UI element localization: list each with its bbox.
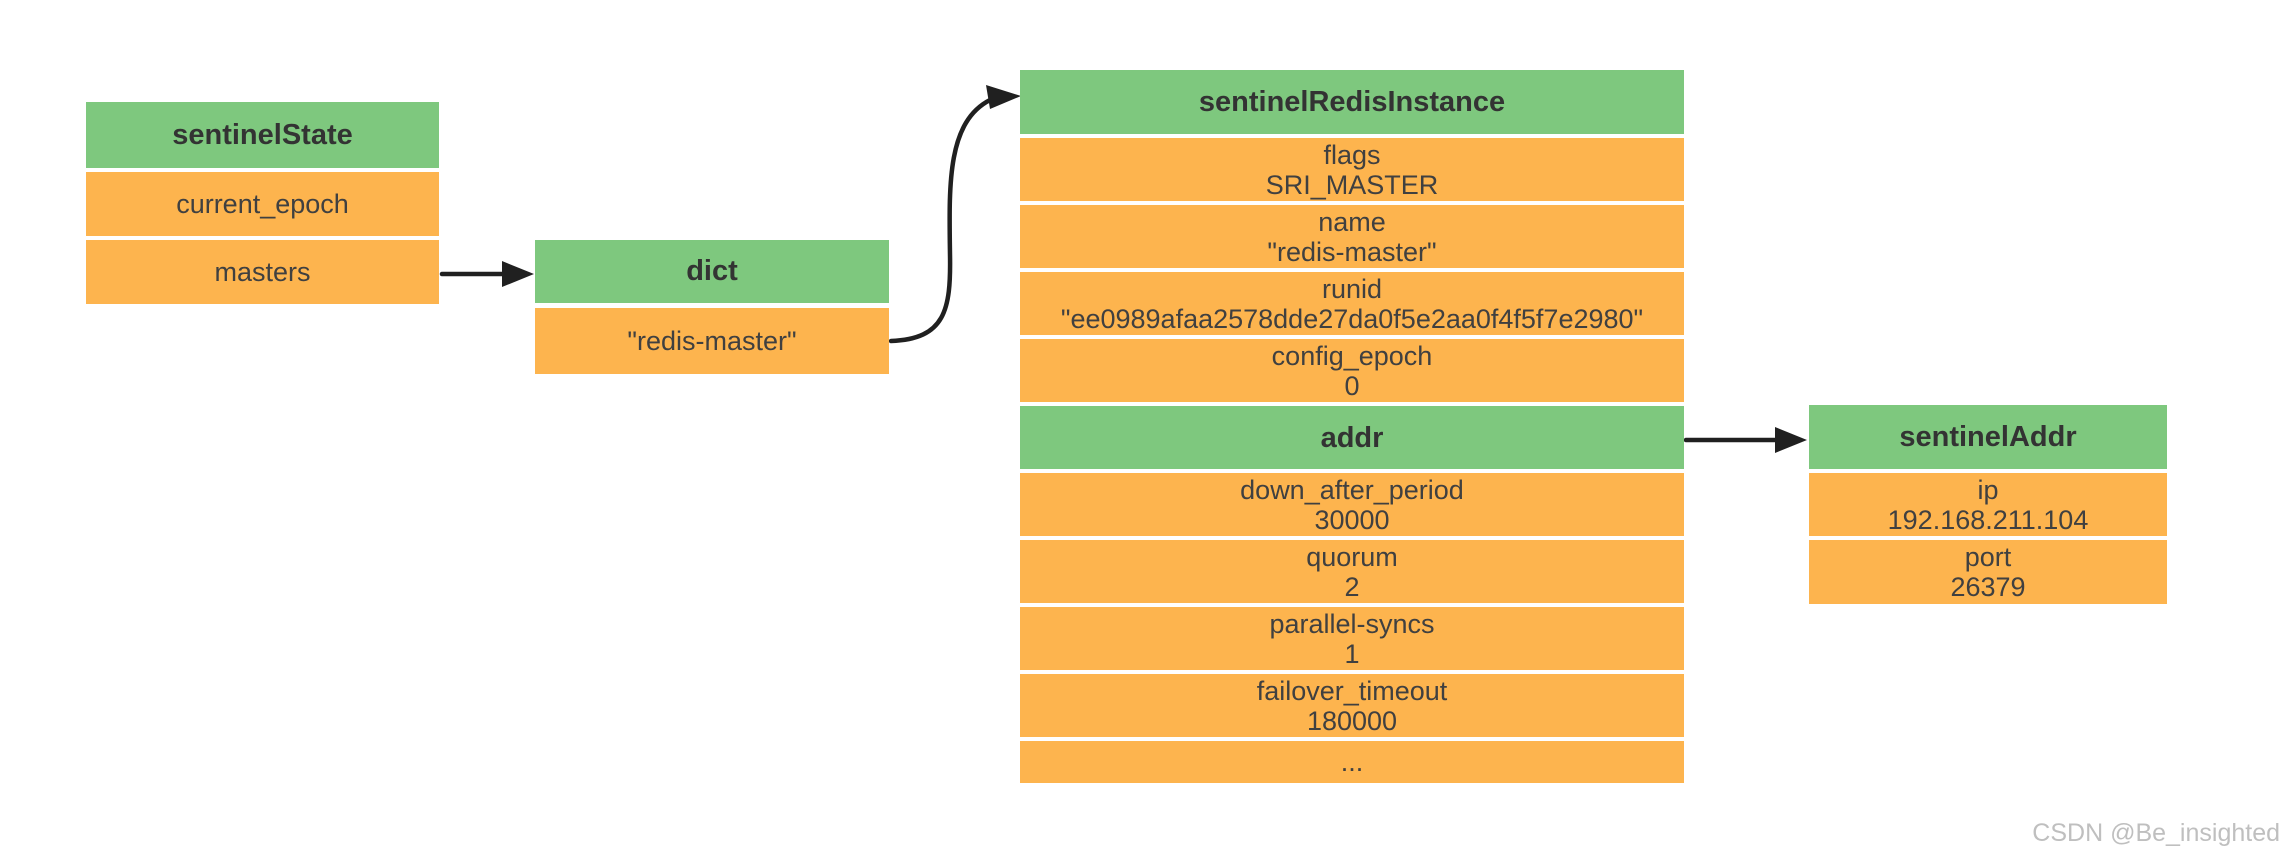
- field-addr-header: addr: [1020, 406, 1684, 469]
- field-ip: ip 192.168.211.104: [1809, 473, 2167, 536]
- node-sentinelAddr-title: sentinelAddr: [1809, 405, 2167, 469]
- field-label: port: [1964, 542, 2012, 572]
- field-label: failover_timeout: [1256, 675, 1448, 706]
- csdn-watermark: CSDN @Be_insighted: [2032, 819, 2280, 847]
- field-value: 2: [1344, 571, 1360, 602]
- node-sentinelRedisInstance: sentinelRedisInstance flags SRI_MASTER n…: [1020, 70, 1684, 783]
- field-masters: masters: [86, 240, 439, 304]
- field-current-epoch: current_epoch: [86, 172, 439, 236]
- field-value: "ee0989afaa2578dde27da0f5e2aa0f4f5f7e298…: [1060, 303, 1644, 334]
- field-value: 1: [1344, 638, 1360, 669]
- field-label: ip: [1977, 474, 1999, 505]
- field-parallel-syncs: parallel-syncs 1: [1020, 607, 1684, 670]
- field-label: addr: [1320, 421, 1384, 454]
- field-value: "redis-master": [1267, 236, 1437, 267]
- field-label: quorum: [1306, 541, 1398, 572]
- arrow-addr-to-sentinelAddr: [1683, 427, 1807, 453]
- field-label: current_epoch: [176, 189, 349, 219]
- field-flags: flags SRI_MASTER: [1020, 138, 1684, 201]
- field-down-after-period: down_after_period 30000: [1020, 473, 1684, 536]
- node-sentinelAddr: sentinelAddr ip 192.168.211.104 port 263…: [1809, 405, 2167, 604]
- field-label: config_epoch: [1271, 340, 1433, 371]
- field-redis-master-key: "redis-master": [535, 308, 889, 374]
- node-sentinelState-title: sentinelState: [86, 102, 439, 168]
- node-sentinelState: sentinelState current_epoch masters: [86, 102, 439, 304]
- field-config-epoch: config_epoch 0: [1020, 339, 1684, 402]
- field-value: SRI_MASTER: [1265, 169, 1439, 200]
- field-ellipsis: ...: [1020, 741, 1684, 783]
- field-label: flags: [1323, 139, 1381, 170]
- node-dict: dict "redis-master": [535, 240, 889, 374]
- field-value: 192.168.211.104: [1887, 504, 2089, 535]
- field-value: 180000: [1306, 705, 1398, 736]
- field-label: "redis-master": [627, 326, 797, 356]
- field-value: 26379: [1950, 572, 2026, 602]
- field-label: parallel-syncs: [1269, 608, 1435, 639]
- field-runid: runid "ee0989afaa2578dde27da0f5e2aa0f4f5…: [1020, 272, 1684, 335]
- node-dict-title: dict: [535, 240, 889, 303]
- arrow-redis-master-to-sentinelRedisInstance: [888, 85, 1021, 344]
- field-failover-timeout: failover_timeout 180000: [1020, 674, 1684, 737]
- field-port: port 26379: [1809, 540, 2167, 604]
- arrow-masters-to-dict: [439, 261, 534, 287]
- field-name: name "redis-master": [1020, 205, 1684, 268]
- field-label: runid: [1321, 273, 1383, 304]
- field-quorum: quorum 2: [1020, 540, 1684, 603]
- node-sentinelRedisInstance-title: sentinelRedisInstance: [1020, 70, 1684, 134]
- field-value: 0: [1344, 370, 1360, 401]
- field-label: masters: [214, 257, 311, 287]
- field-label: down_after_period: [1240, 474, 1464, 505]
- field-label: ...: [1340, 747, 1364, 777]
- field-label: name: [1318, 206, 1386, 237]
- field-value: 30000: [1314, 504, 1390, 535]
